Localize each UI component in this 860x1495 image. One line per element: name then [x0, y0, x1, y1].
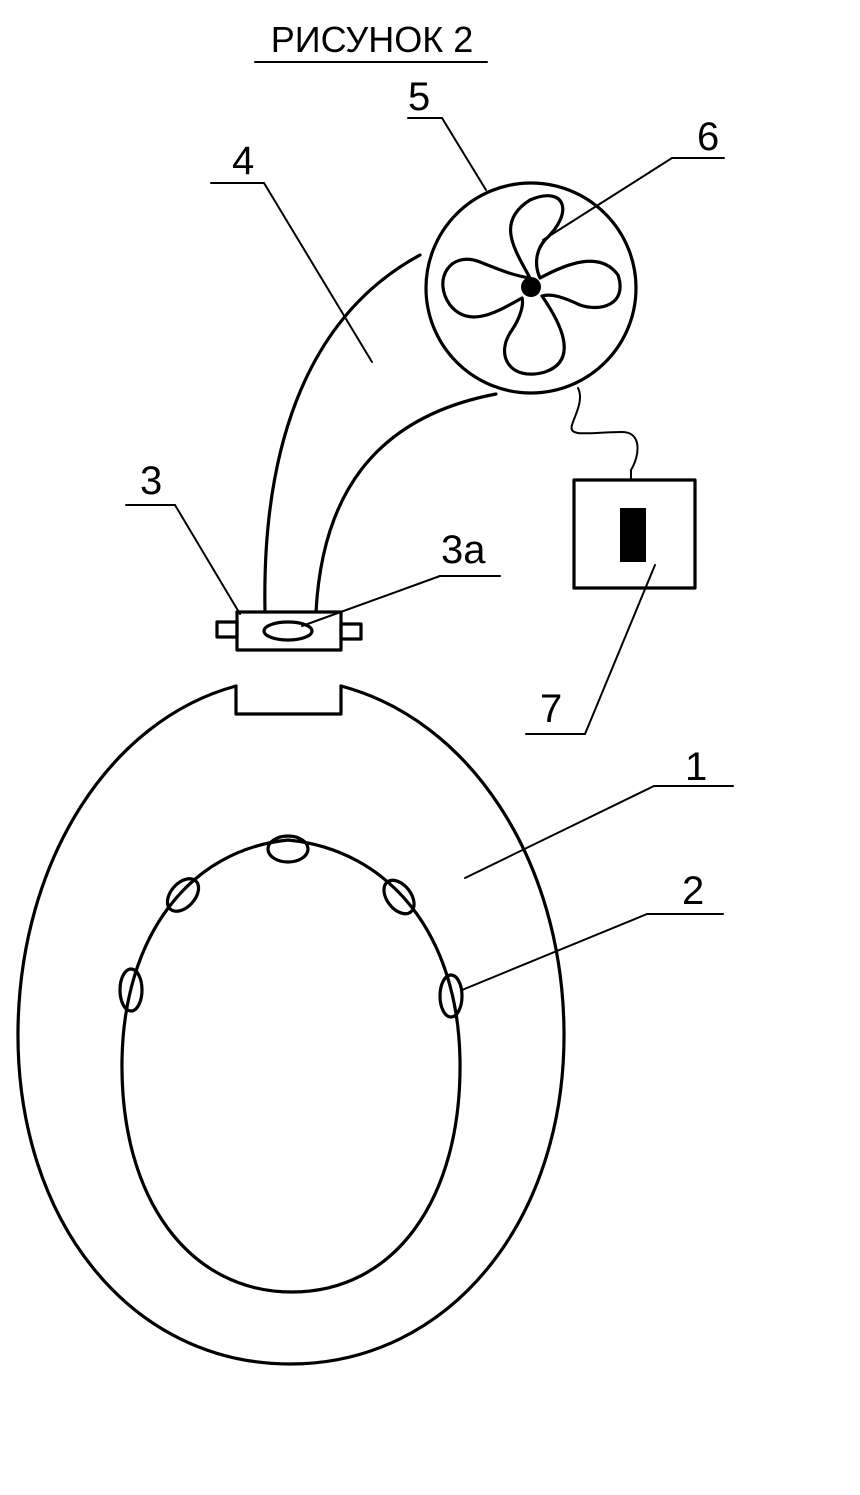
- connector-opening: [262, 620, 314, 642]
- leader-1: [464, 785, 655, 879]
- connector-right-pin: [339, 622, 363, 641]
- label-3a: 3а: [441, 528, 486, 572]
- label-4: 4: [232, 139, 254, 183]
- duct-inner: [314, 392, 498, 614]
- control-unit: [572, 478, 697, 590]
- fan-blades-icon: [441, 194, 622, 376]
- nozzle-right-lower: [438, 973, 464, 1019]
- label-6: 6: [697, 115, 719, 159]
- leader-7: [584, 564, 656, 735]
- nozzle-right-upper: [382, 878, 416, 916]
- nozzle-left-lower: [118, 967, 144, 1013]
- seat-ring-inner: [120, 838, 462, 1294]
- leader-3a: [301, 575, 441, 627]
- connector-body: [235, 610, 343, 652]
- label-2: 2: [682, 869, 704, 913]
- nozzle-left-upper: [165, 877, 201, 913]
- label-5: 5: [408, 75, 430, 119]
- label-7: 7: [540, 687, 562, 731]
- seat-ring-outer: [16, 684, 566, 1366]
- label-1: 1: [685, 745, 707, 789]
- duct-outer: [263, 253, 422, 614]
- fan-hub: [521, 277, 541, 297]
- seat-notch: [234, 684, 343, 716]
- leader-2: [461, 913, 648, 991]
- figure-title: РИСУНОК 2: [271, 19, 474, 60]
- power-cable: [570, 387, 639, 481]
- leader-4: [263, 182, 373, 363]
- leader-5: [441, 117, 487, 191]
- control-switch-icon: [620, 508, 646, 562]
- fan-housing: [424, 181, 638, 395]
- label-3: 3: [140, 459, 162, 503]
- nozzle-top: [266, 834, 310, 864]
- connector-left-pin: [215, 620, 239, 639]
- leader-6: [542, 157, 673, 241]
- leader-3: [174, 504, 241, 615]
